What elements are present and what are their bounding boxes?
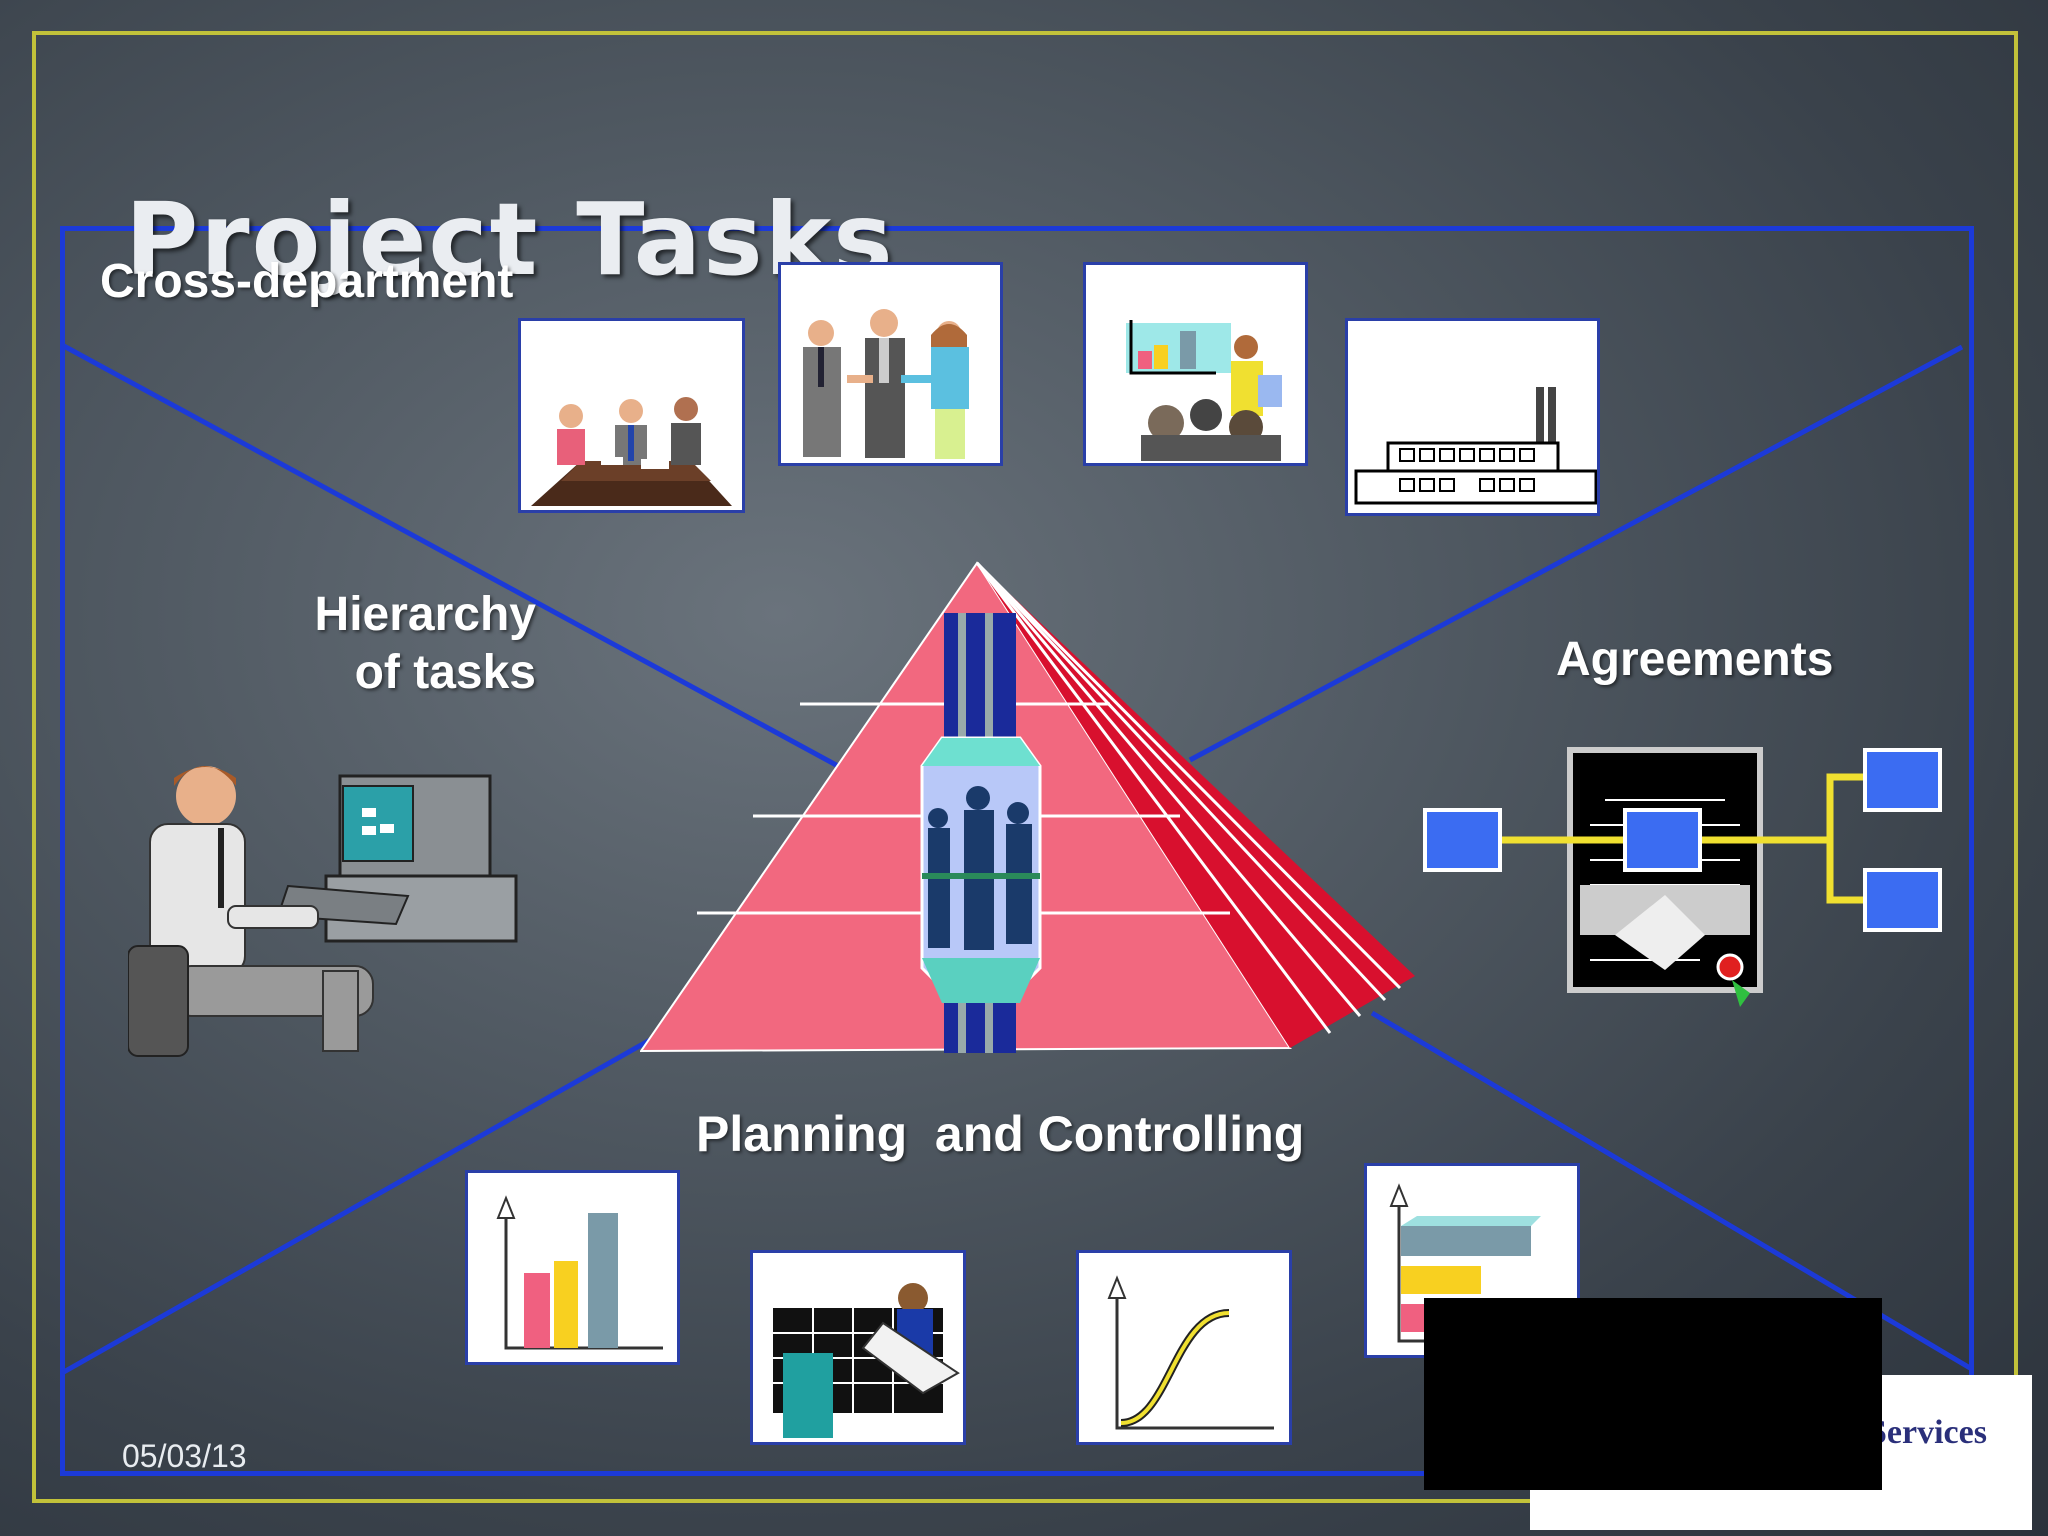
label-hierarchy-line1: Hierarchy: [314, 588, 536, 641]
label-hierarchy-line2: of tasks: [354, 645, 536, 699]
redaction-box: [1424, 1298, 1882, 1490]
engineer-blueprint-icon: [750, 1250, 966, 1445]
slide-inner-frame: [60, 226, 1974, 1476]
handshake-people-icon: [778, 262, 1003, 466]
label-agreements: Agreements: [1556, 633, 1834, 686]
s-curve-chart-icon: [1076, 1250, 1292, 1445]
elevator-pyramid-icon: [640, 561, 1415, 1053]
contract-handshake-icon: [1423, 747, 1942, 1007]
meeting-table-icon: [518, 318, 745, 513]
bar-chart-icon: [465, 1170, 680, 1365]
slide-outer-frame: [32, 31, 2018, 1503]
logo-text: Services: [1868, 1414, 1987, 1451]
label-hierarchy: Hierarchy of tasks: [288, 586, 536, 701]
man-at-computer-icon: [128, 766, 518, 1057]
slide-date: 05/03/13: [122, 1438, 247, 1474]
factory-icon: [1345, 318, 1600, 516]
slide-title: Project Tasks: [125, 181, 895, 298]
label-cross-department: Cross-department: [100, 255, 514, 308]
label-planning-controlling: Planning and Controlling: [696, 1106, 1305, 1162]
presentation-chart-icon: [1083, 262, 1308, 466]
